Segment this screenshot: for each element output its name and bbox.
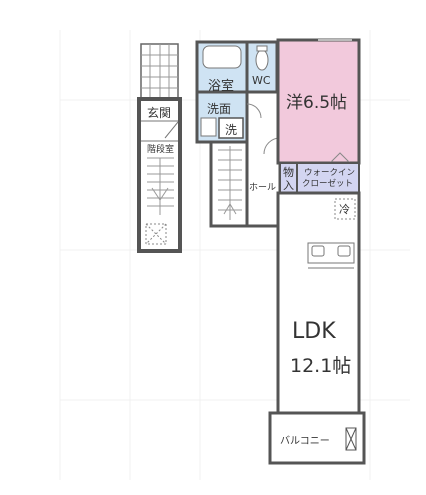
bedroom-6-5 <box>276 38 361 165</box>
internal-stair <box>147 157 174 215</box>
label-balcony: バルコニー <box>280 435 330 447</box>
lower-stair <box>218 146 242 220</box>
kitchen-counter <box>307 242 355 269</box>
lower-stair-area <box>209 140 249 228</box>
hatch-box <box>145 223 167 245</box>
wet-area-block <box>195 40 297 228</box>
label-closet-2: クローゼット <box>302 178 353 189</box>
entrance-stair-block <box>137 43 182 253</box>
label-bath: 浴室 <box>208 78 234 94</box>
washer-box <box>218 117 244 139</box>
label-ldk-1: LDK <box>292 319 336 344</box>
label-washroom: 洗面 <box>207 102 231 116</box>
label-ldk-2: 12.1帖 <box>290 355 351 377</box>
ldk-room <box>276 191 361 415</box>
label-closet-1: ウォークイン <box>304 168 355 178</box>
label-storage-2: 入 <box>283 179 294 192</box>
label-stair-room: 階段室 <box>147 143 174 155</box>
label-fridge: 冷 <box>339 203 350 216</box>
hall-area <box>245 90 282 228</box>
label-washer: 洗 <box>225 123 237 137</box>
washbasin <box>200 117 217 137</box>
label-hall: ホール <box>249 182 276 193</box>
bathtub <box>202 45 242 69</box>
label-entrance: 玄関 <box>147 105 171 120</box>
label-wc: WC <box>252 74 271 87</box>
toilet-icon <box>255 49 269 71</box>
label-bedroom: 洋6.5帖 <box>286 93 347 113</box>
label-storage-1: 物 <box>283 165 294 179</box>
fridge-space <box>334 198 356 220</box>
entrance-door <box>164 121 179 139</box>
